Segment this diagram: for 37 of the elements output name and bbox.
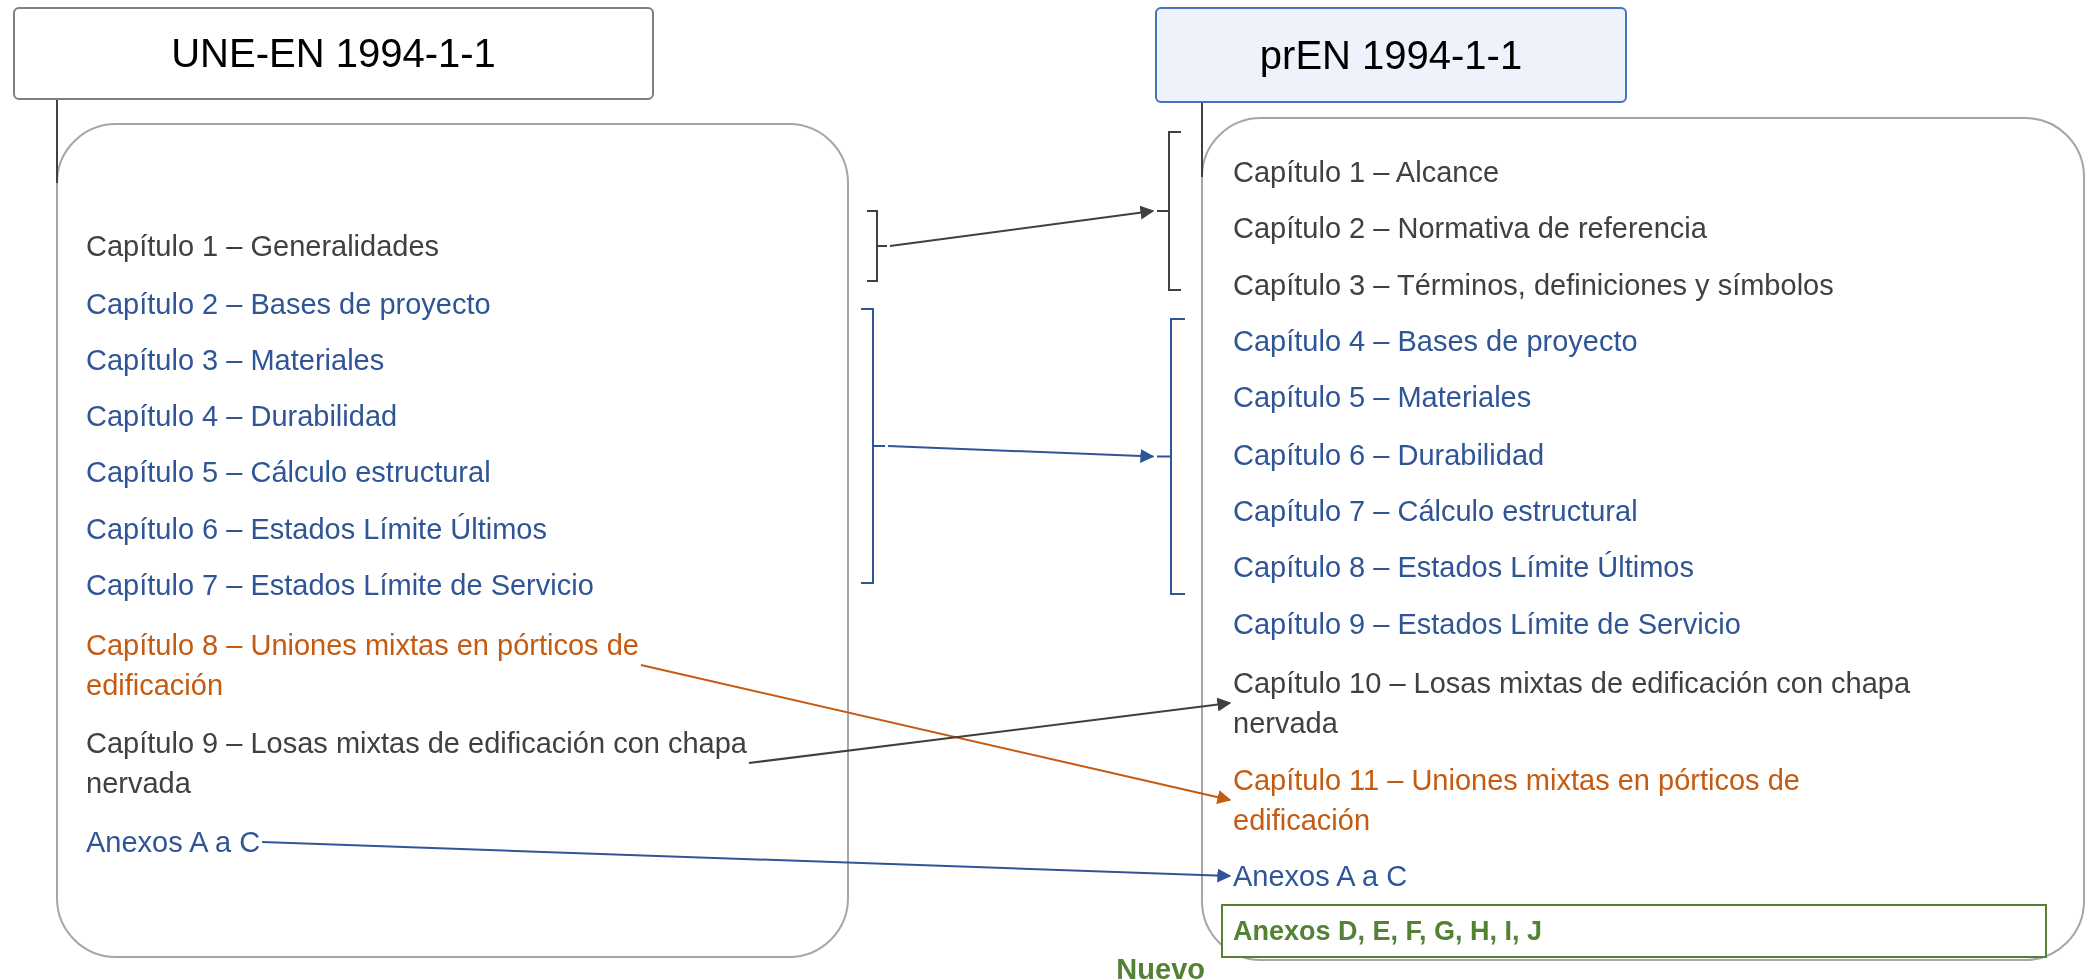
chapter-item: Capítulo 3 – Materiales — [86, 340, 385, 380]
chapter-item: Capítulo 4 – Durabilidad — [86, 396, 398, 436]
chapter-item: Capítulo 8 – Estados Límite Últimos — [1233, 547, 1694, 587]
chapter-item: Capítulo 3 – Términos, definiciones y símbolos — [1233, 265, 1834, 305]
curly-bracket — [1156, 131, 1182, 291]
chapter-item: Capítulo 4 – Bases de proyecto — [1233, 321, 1638, 361]
connector-line — [1201, 102, 1203, 178]
arrow — [747, 697, 1232, 764]
arrow — [889, 205, 1155, 247]
chapter-item: Anexos A a C — [86, 822, 261, 862]
chapter-item: Capítulo 6 – Estados Límite Últimos — [86, 509, 547, 549]
connector-line — [56, 99, 58, 184]
curly-bracket — [860, 308, 886, 584]
arrow — [887, 445, 1155, 463]
chapter-item: Capítulo 11 – Uniones mixtas en pórticos de edificación — [1233, 760, 1933, 840]
chapter-item: Capítulo 2 – Normativa de referencia — [1233, 208, 1707, 248]
chapter-item: Capítulo 9 – Losas mixtas de edificación con chapa nervada — [86, 723, 756, 803]
arrow — [261, 841, 1232, 883]
curly-bracket — [1156, 318, 1186, 595]
chapter-item: Capítulo 1 – Generalidades — [86, 226, 440, 266]
curly-bracket — [866, 210, 888, 282]
new-tag-label: Nuevo — [1116, 952, 1205, 980]
chapter-item: Capítulo 2 – Bases de proyecto — [86, 284, 491, 324]
chapter-item: Capítulo 7 – Cálculo estructural — [1233, 491, 1638, 531]
chapter-list-panel — [56, 123, 849, 958]
chapter-item: Capítulo 5 – Cálculo estructural — [86, 452, 491, 492]
arrow — [639, 664, 1232, 804]
chapter-item: Capítulo 1 – Alcance — [1233, 152, 1499, 192]
chapter-item: Capítulo 8 – Uniones mixtas en pórticos de edificación — [86, 625, 756, 705]
chapter-item: Capítulo 5 – Materiales — [1233, 377, 1532, 417]
standard-title-box: prEN 1994-1-1 — [1155, 7, 1627, 103]
chapter-item: Capítulo 10 – Losas mixtas de edificación con chapa nervada — [1233, 663, 1933, 743]
chapter-item: Capítulo 7 – Estados Límite de Servicio — [86, 565, 594, 605]
chapter-item: Capítulo 9 – Estados Límite de Servicio — [1233, 604, 1741, 644]
standard-title-box: UNE-EN 1994-1-1 — [13, 7, 654, 100]
chapter-item: Capítulo 6 – Durabilidad — [1233, 435, 1545, 475]
chapter-item: Anexos A a C — [1233, 856, 1408, 896]
